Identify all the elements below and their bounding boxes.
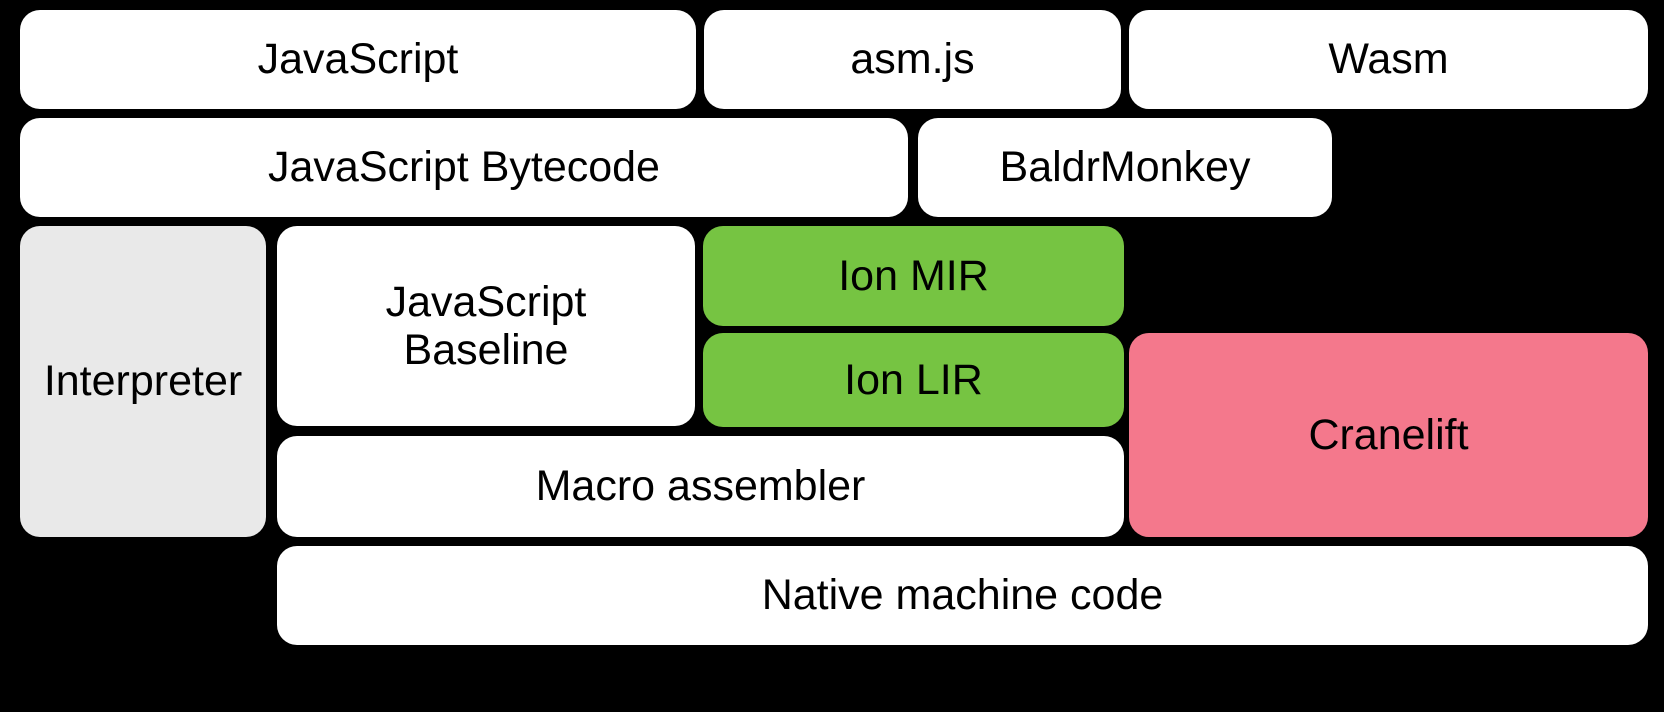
block-javascript-bytecode[interactable]: JavaScript Bytecode: [20, 118, 908, 217]
block-baldrmonkey[interactable]: BaldrMonkey: [918, 118, 1332, 217]
block-interpreter[interactable]: Interpreter: [20, 226, 266, 537]
block-ion-lir[interactable]: Ion LIR: [703, 333, 1124, 427]
block-asm-js[interactable]: asm.js: [704, 10, 1121, 109]
block-wasm[interactable]: Wasm: [1129, 10, 1648, 109]
block-macro-assembler[interactable]: Macro assembler: [277, 436, 1124, 537]
block-javascript-baseline[interactable]: JavaScript Baseline: [277, 226, 695, 426]
block-cranelift[interactable]: Cranelift: [1129, 333, 1648, 537]
block-native-machine-code[interactable]: Native machine code: [277, 546, 1648, 645]
block-javascript[interactable]: JavaScript: [20, 10, 696, 109]
block-ion-mir[interactable]: Ion MIR: [703, 226, 1124, 326]
